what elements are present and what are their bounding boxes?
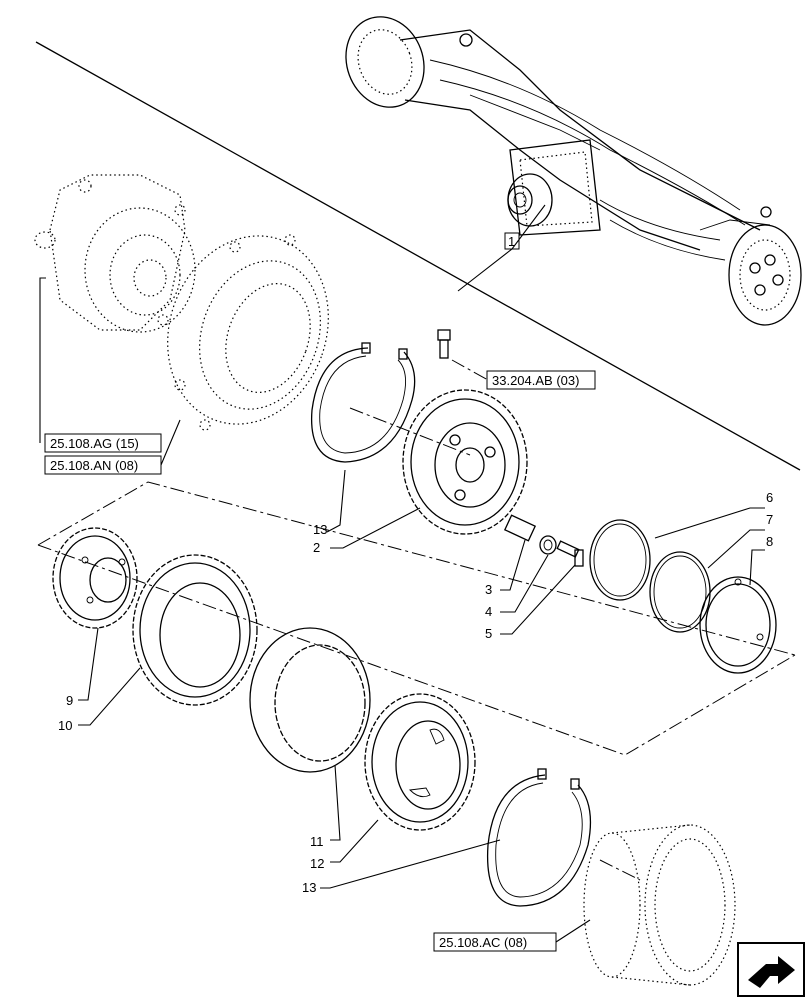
callout-10-leader <box>78 667 141 726</box>
ref-25108ag-box <box>44 433 162 453</box>
callout-9: 9 <box>66 693 73 708</box>
ref-33204-leader <box>451 359 489 381</box>
wheel-hub-knuckle <box>34 174 196 333</box>
axis-line-lower <box>599 859 641 881</box>
callout-5-leader <box>500 564 576 635</box>
ref-33204: 33.204.AB (03) <box>492 373 579 388</box>
axis-line-upper <box>349 407 471 456</box>
ref-25108ac-leader <box>555 919 591 943</box>
callout-4: 4 <box>485 604 492 619</box>
callout-6-leader <box>654 507 765 539</box>
gear-12 <box>364 693 476 831</box>
washer-part-4 <box>539 535 557 555</box>
callout-13a: 13 <box>313 522 327 537</box>
o-ring-7 <box>649 551 711 633</box>
callout-1: 1 <box>508 234 515 249</box>
callout-6: 6 <box>766 490 773 505</box>
ref-33204-box <box>486 370 596 390</box>
callout-11: 11 <box>310 834 324 849</box>
enclosure-top-line <box>37 481 796 656</box>
thrust-washer-8 <box>699 576 777 674</box>
ring-gear-drum <box>583 824 736 986</box>
callout-12-leader <box>330 819 379 863</box>
callout-13b-leader <box>320 839 501 889</box>
callout-3-leader <box>500 539 526 591</box>
sun-gear-9 <box>52 527 138 629</box>
snap-ring-upper <box>310 342 416 463</box>
callout-7-leader <box>707 529 765 569</box>
clutch-disc-11 <box>249 627 371 773</box>
callout-5: 5 <box>485 626 492 641</box>
ref-25108ag-leader <box>39 277 46 443</box>
pin-part-3 <box>503 514 537 542</box>
separator-line <box>35 41 801 471</box>
callout-2: 2 <box>313 540 320 555</box>
callout-12: 12 <box>310 856 324 871</box>
callout-13a-leader <box>326 469 346 533</box>
ring-gear-10 <box>132 554 258 706</box>
bolt-part-5 <box>556 540 584 567</box>
snap-ring-lower <box>486 768 592 907</box>
ref-25108ag: 25.108.AG (15) <box>50 436 139 451</box>
callout-13b: 13 <box>302 880 316 895</box>
enclosure-bottom-line <box>37 544 796 756</box>
callout-1-leader <box>457 204 546 292</box>
callout-9-leader <box>78 627 99 701</box>
ref-25108ac: 25.108.AC (08) <box>439 935 527 950</box>
callout-2-leader <box>330 507 421 549</box>
ref-25108an: 25.108.AN (08) <box>50 458 138 473</box>
callout-8: 8 <box>766 534 773 549</box>
axle-assembly <box>345 16 802 326</box>
callout-4-leader <box>500 554 549 613</box>
o-ring-6 <box>589 519 651 601</box>
callout-10: 10 <box>58 718 72 733</box>
callout-8-leader <box>749 549 765 586</box>
callout-11-leader <box>330 764 341 841</box>
planetary-housing <box>157 234 329 431</box>
callout-3: 3 <box>485 582 492 597</box>
callout-7: 7 <box>766 512 773 527</box>
next-page-arrow-icon[interactable] <box>737 942 805 997</box>
ref-25108an-leader <box>160 419 181 466</box>
grease-nipple <box>437 329 451 359</box>
planet-carrier-gear <box>402 389 528 535</box>
